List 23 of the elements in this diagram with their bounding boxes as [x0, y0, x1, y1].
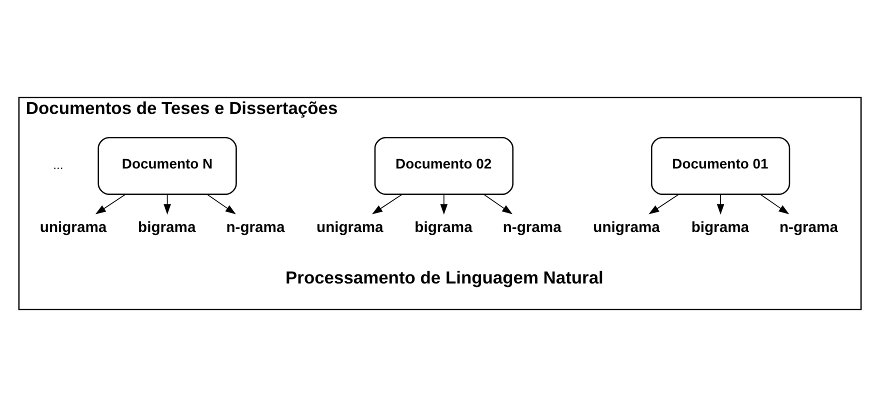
arrow — [440, 194, 448, 215]
arrow — [760, 194, 790, 214]
node-text: bigrama — [414, 220, 472, 236]
node-text: unigrama — [593, 220, 660, 236]
node-box: Documento N — [98, 136, 237, 195]
node-box: Documento 01 — [650, 136, 790, 195]
arrow — [716, 194, 724, 215]
node-text: bigrama — [691, 220, 750, 236]
node-text: unigrama — [316, 220, 384, 236]
arrow — [95, 194, 126, 214]
arrow — [164, 194, 171, 215]
arrow — [648, 194, 680, 214]
arrow — [372, 194, 403, 214]
arrow — [483, 194, 513, 214]
label: Processamento de Linguagem Natural — [286, 267, 604, 288]
arrow — [206, 194, 236, 214]
node-box: Documento 02 — [374, 136, 514, 195]
node-text: n-grama — [779, 220, 838, 236]
node-text: bigrama — [138, 220, 196, 236]
node-text: unigrama — [40, 220, 107, 236]
node-text: n-grama — [502, 220, 562, 236]
label: ... — [53, 158, 64, 172]
node-text: n-grama — [226, 220, 285, 236]
